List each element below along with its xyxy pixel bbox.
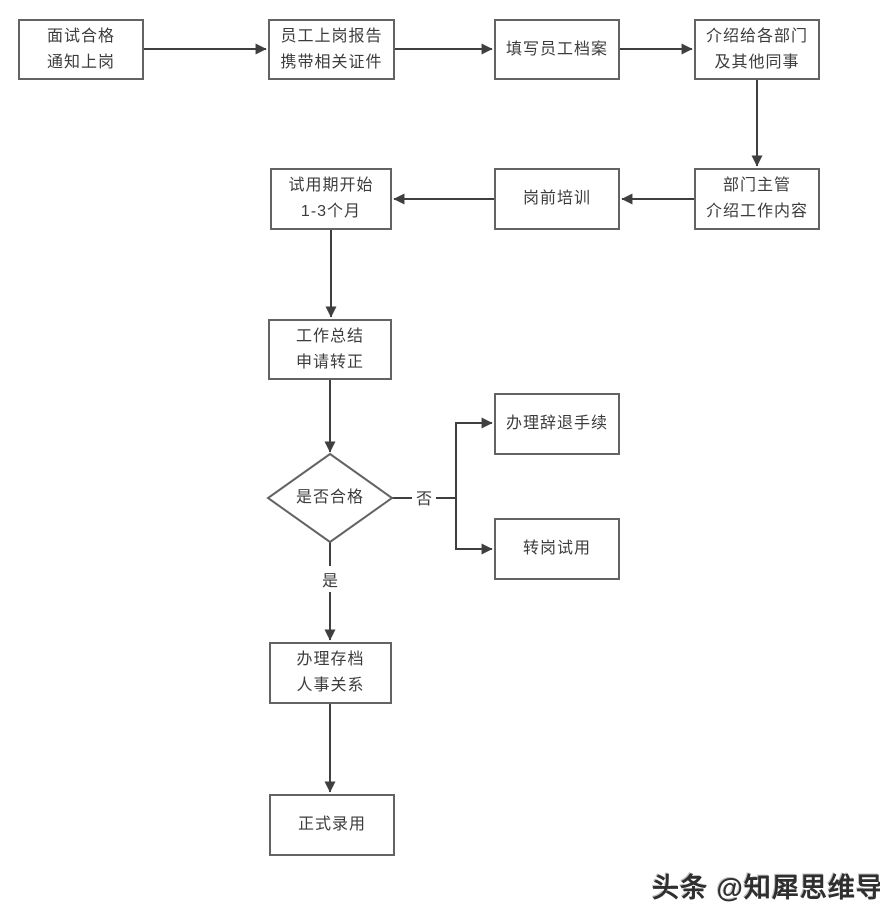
node-qualified-decision-line: 是否合格 bbox=[295, 489, 364, 506]
node-qualified-decision: 是否合格 bbox=[268, 454, 392, 542]
node-introduce-departments: 介绍给各部门及其他同事 bbox=[694, 19, 820, 80]
node-supervisor-intro-line: 介绍工作内容 bbox=[705, 203, 808, 220]
node-report-for-duty: 员工上岗报告携带相关证件 bbox=[268, 19, 395, 80]
node-fill-employee-file: 填写员工档案 bbox=[494, 19, 620, 80]
node-work-summary-line: 工作总结 bbox=[295, 327, 364, 345]
label-yes: 是 bbox=[317, 566, 343, 592]
node-transfer-trial-line: 转岗试用 bbox=[522, 540, 591, 557]
node-qualified-decision-shape bbox=[266, 452, 394, 544]
node-archive-personnel: 办理存档人事关系 bbox=[269, 642, 392, 704]
node-probation-start-line: 1-3个月 bbox=[300, 203, 362, 220]
node-supervisor-intro-line: 部门主管 bbox=[722, 177, 791, 194]
node-fill-employee-file-line: 填写员工档案 bbox=[505, 40, 608, 58]
node-dismissal-procedure: 办理辞退手续 bbox=[494, 393, 620, 455]
edge-no-to-transfer bbox=[455, 498, 493, 555]
node-work-summary: 工作总结申请转正 bbox=[268, 319, 392, 380]
node-transfer-trial: 转岗试用 bbox=[494, 518, 620, 580]
node-introduce-departments-line: 及其他同事 bbox=[714, 53, 800, 71]
node-probation-start-line: 试用期开始 bbox=[288, 177, 374, 194]
node-formal-employment-line: 正式录用 bbox=[297, 816, 366, 833]
node-report-for-duty-line: 员工上岗报告 bbox=[280, 27, 383, 45]
node-formal-employment: 正式录用 bbox=[269, 794, 395, 856]
label-no: 否 bbox=[411, 484, 437, 510]
node-supervisor-intro: 部门主管介绍工作内容 bbox=[694, 168, 820, 230]
node-archive-personnel-line: 人事关系 bbox=[296, 677, 365, 694]
node-interview-pass: 面试合格通知上岗 bbox=[18, 19, 144, 80]
node-pre-job-training-line: 岗前培训 bbox=[522, 190, 591, 207]
node-probation-start: 试用期开始 1-3个月 bbox=[270, 168, 392, 230]
node-interview-pass-line: 通知上岗 bbox=[46, 53, 115, 71]
node-introduce-departments-line: 介绍给各部门 bbox=[705, 27, 808, 45]
node-interview-pass-line: 面试合格 bbox=[46, 27, 115, 45]
edge-no-to-dismissal bbox=[455, 417, 493, 498]
node-pre-job-training: 岗前培训 bbox=[494, 168, 620, 230]
watermark: 头条 @知犀思维导图 bbox=[652, 873, 880, 903]
node-work-summary-line: 申请转正 bbox=[295, 353, 364, 371]
node-dismissal-procedure-line: 办理辞退手续 bbox=[505, 415, 608, 432]
node-report-for-duty-line: 携带相关证件 bbox=[280, 53, 383, 71]
node-archive-personnel-line: 办理存档 bbox=[296, 651, 365, 668]
